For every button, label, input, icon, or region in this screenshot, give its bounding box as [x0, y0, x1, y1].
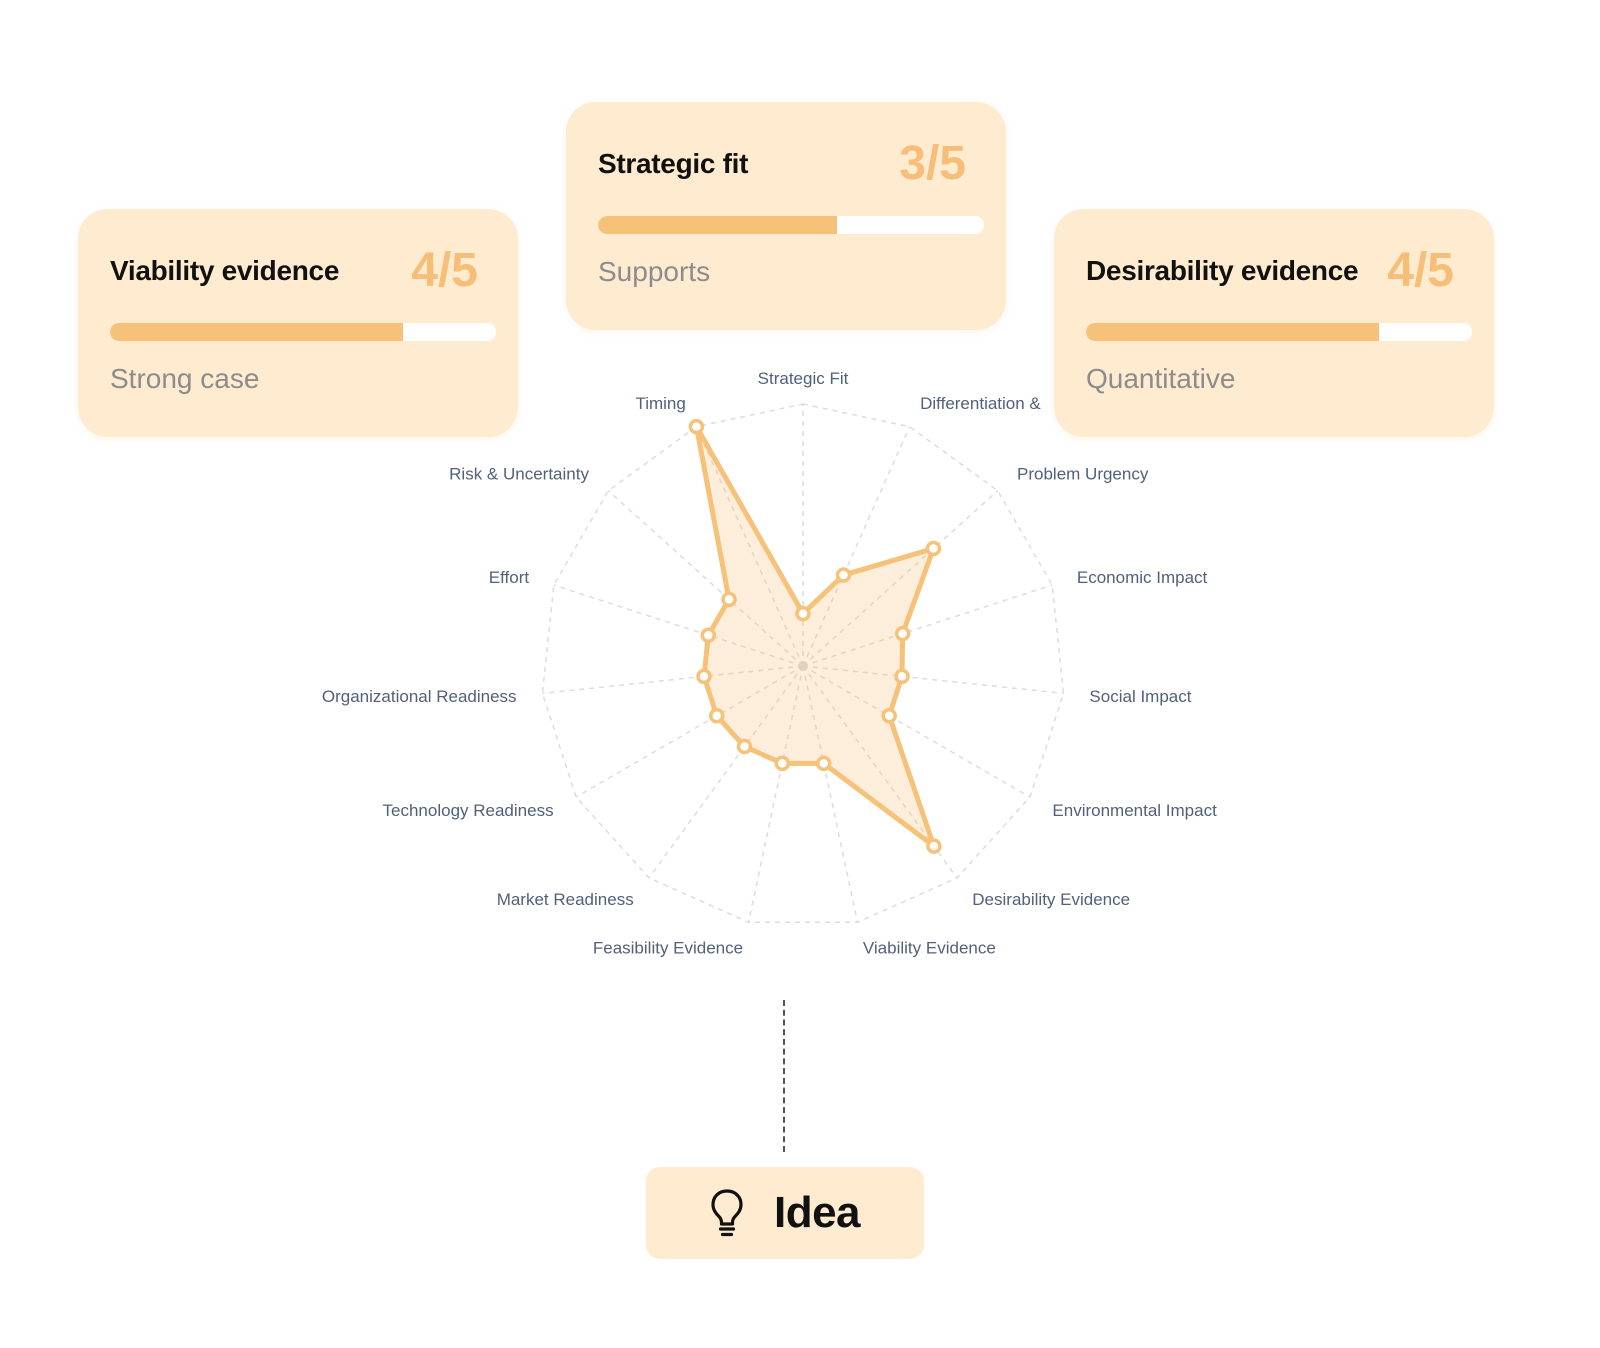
card-title: Desirability evidence [1086, 255, 1359, 286]
radar-grid [541, 403, 1065, 924]
radar-data-point [795, 605, 811, 622]
radar-series-area [693, 424, 937, 849]
radar-axis-label: Organizational Readiness [322, 687, 517, 706]
radar-data-point [925, 540, 942, 557]
progress-bar-fill [598, 216, 838, 234]
radar-axis-label: Technology Readiness [383, 801, 554, 820]
progress-bar [598, 216, 984, 234]
desirability-evidence-card: Desirability evidence 4/5 Quantitative [1054, 209, 1494, 437]
radar-data-point [696, 668, 712, 685]
radar-spoke [607, 490, 804, 667]
card-title: Viability evidence [110, 255, 340, 286]
radar-data-point [709, 708, 725, 724]
radar-center-dot [798, 661, 808, 671]
radar-data-point [721, 591, 737, 608]
radar-axis-label: Environmental Impact [1052, 801, 1217, 820]
radar-spoke [553, 584, 804, 667]
radar-axis-label: Risk & Uncertainty [449, 464, 589, 483]
radar-data-point [894, 625, 911, 642]
radar-axis-label: Strategic Fit [758, 369, 849, 388]
progress-bar-fill [1086, 323, 1380, 341]
radar-axis-label: Timing [635, 394, 685, 413]
radar-axis-label: Desirability Evidence [972, 890, 1130, 909]
radar-data-point [815, 755, 832, 772]
radar-data-point [926, 838, 942, 854]
progress-bar-fill [110, 323, 404, 341]
viability-evidence-card: Viability evidence 4/5 Strong case [78, 209, 518, 437]
radar-spoke [695, 426, 804, 667]
radar-spoke [747, 665, 804, 923]
card-score: 4/5 [1387, 244, 1454, 297]
radar-axis-label: Viability Evidence [863, 939, 996, 958]
radar-spoke [802, 490, 999, 667]
radar-spoke [802, 665, 958, 879]
radar-spoke [542, 665, 804, 695]
radar-spoke [802, 665, 1031, 798]
radar-axis-label: Effort [489, 568, 530, 587]
radar-spoke [648, 665, 804, 879]
card-caption: Supports [598, 256, 711, 287]
card-score: 4/5 [411, 244, 478, 297]
radar-axis-label: Social Impact [1089, 687, 1191, 706]
radar-axis-label: Differentiation & [920, 394, 1041, 413]
card-score: 3/5 [899, 137, 966, 190]
radar-spoke [575, 665, 804, 798]
radar-data-point [894, 668, 910, 685]
progress-bar [1086, 323, 1472, 341]
radar-data-point [688, 418, 705, 435]
radar-axis-label: Economic Impact [1077, 568, 1208, 587]
radar-axis-label: Feasibility Evidence [593, 939, 743, 958]
dashed-connector [783, 1000, 785, 1152]
radar-grid-ring [541, 403, 1065, 924]
card-caption: Quantitative [1086, 363, 1236, 394]
radar-spoke [802, 426, 911, 667]
card-title: Strategic fit [598, 148, 749, 179]
radar-axis-label: Problem Urgency [1017, 464, 1149, 483]
radar-data-point [835, 567, 852, 583]
idea-label: Idea [773, 1188, 861, 1237]
lightbulb-icon [711, 1189, 743, 1237]
radar-series [688, 418, 942, 854]
radar-spoke [802, 665, 1064, 695]
radar-data-point [881, 708, 897, 724]
strategic-fit-card: Strategic fit 3/5 Supports [566, 102, 1006, 330]
card-caption: Strong case [110, 363, 260, 394]
radar-spoke [802, 584, 1053, 667]
radar-axis-label: Market Readiness [497, 890, 634, 909]
radar-data-point [736, 738, 753, 755]
idea-node[interactable]: Idea [646, 1167, 924, 1259]
progress-bar [110, 323, 496, 341]
radar-spoke [802, 665, 859, 923]
radar-data-point [700, 627, 717, 643]
radar-data-point [774, 755, 791, 772]
